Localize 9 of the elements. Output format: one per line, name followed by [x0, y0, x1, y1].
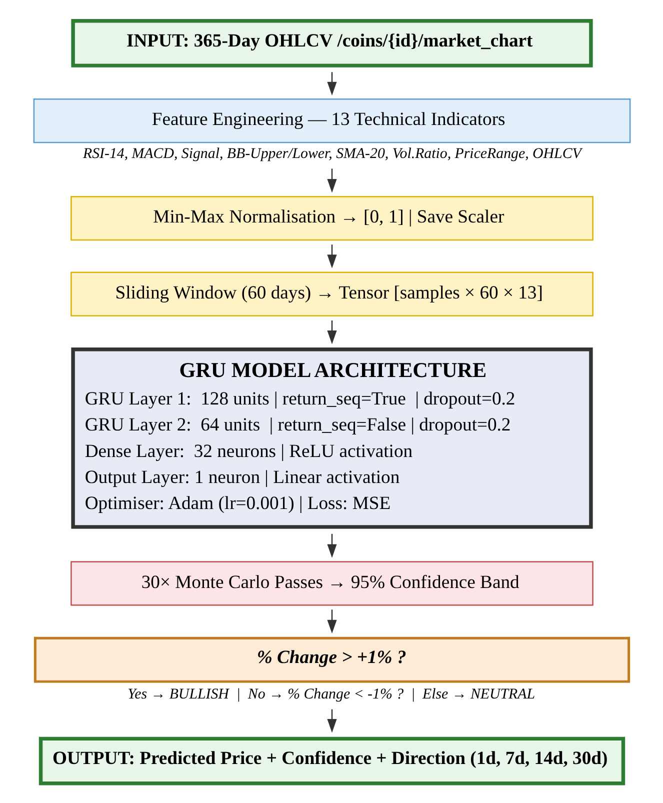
arrow [326, 709, 336, 733]
arrow [326, 320, 336, 344]
node-label: RSI-14, MACD, Signal, BB-Upper/Lower, SMA-20, Vol.Ratio, PriceRange, OHLCV [82, 146, 581, 162]
arrow [326, 168, 336, 193]
arrow [326, 72, 336, 96]
node-label: Yes → BULLISH | No → % Change < -1% ? | Else → NEUTRAL [127, 686, 535, 702]
arrow [326, 534, 336, 558]
arrow [326, 610, 336, 634]
arrow [326, 244, 336, 268]
